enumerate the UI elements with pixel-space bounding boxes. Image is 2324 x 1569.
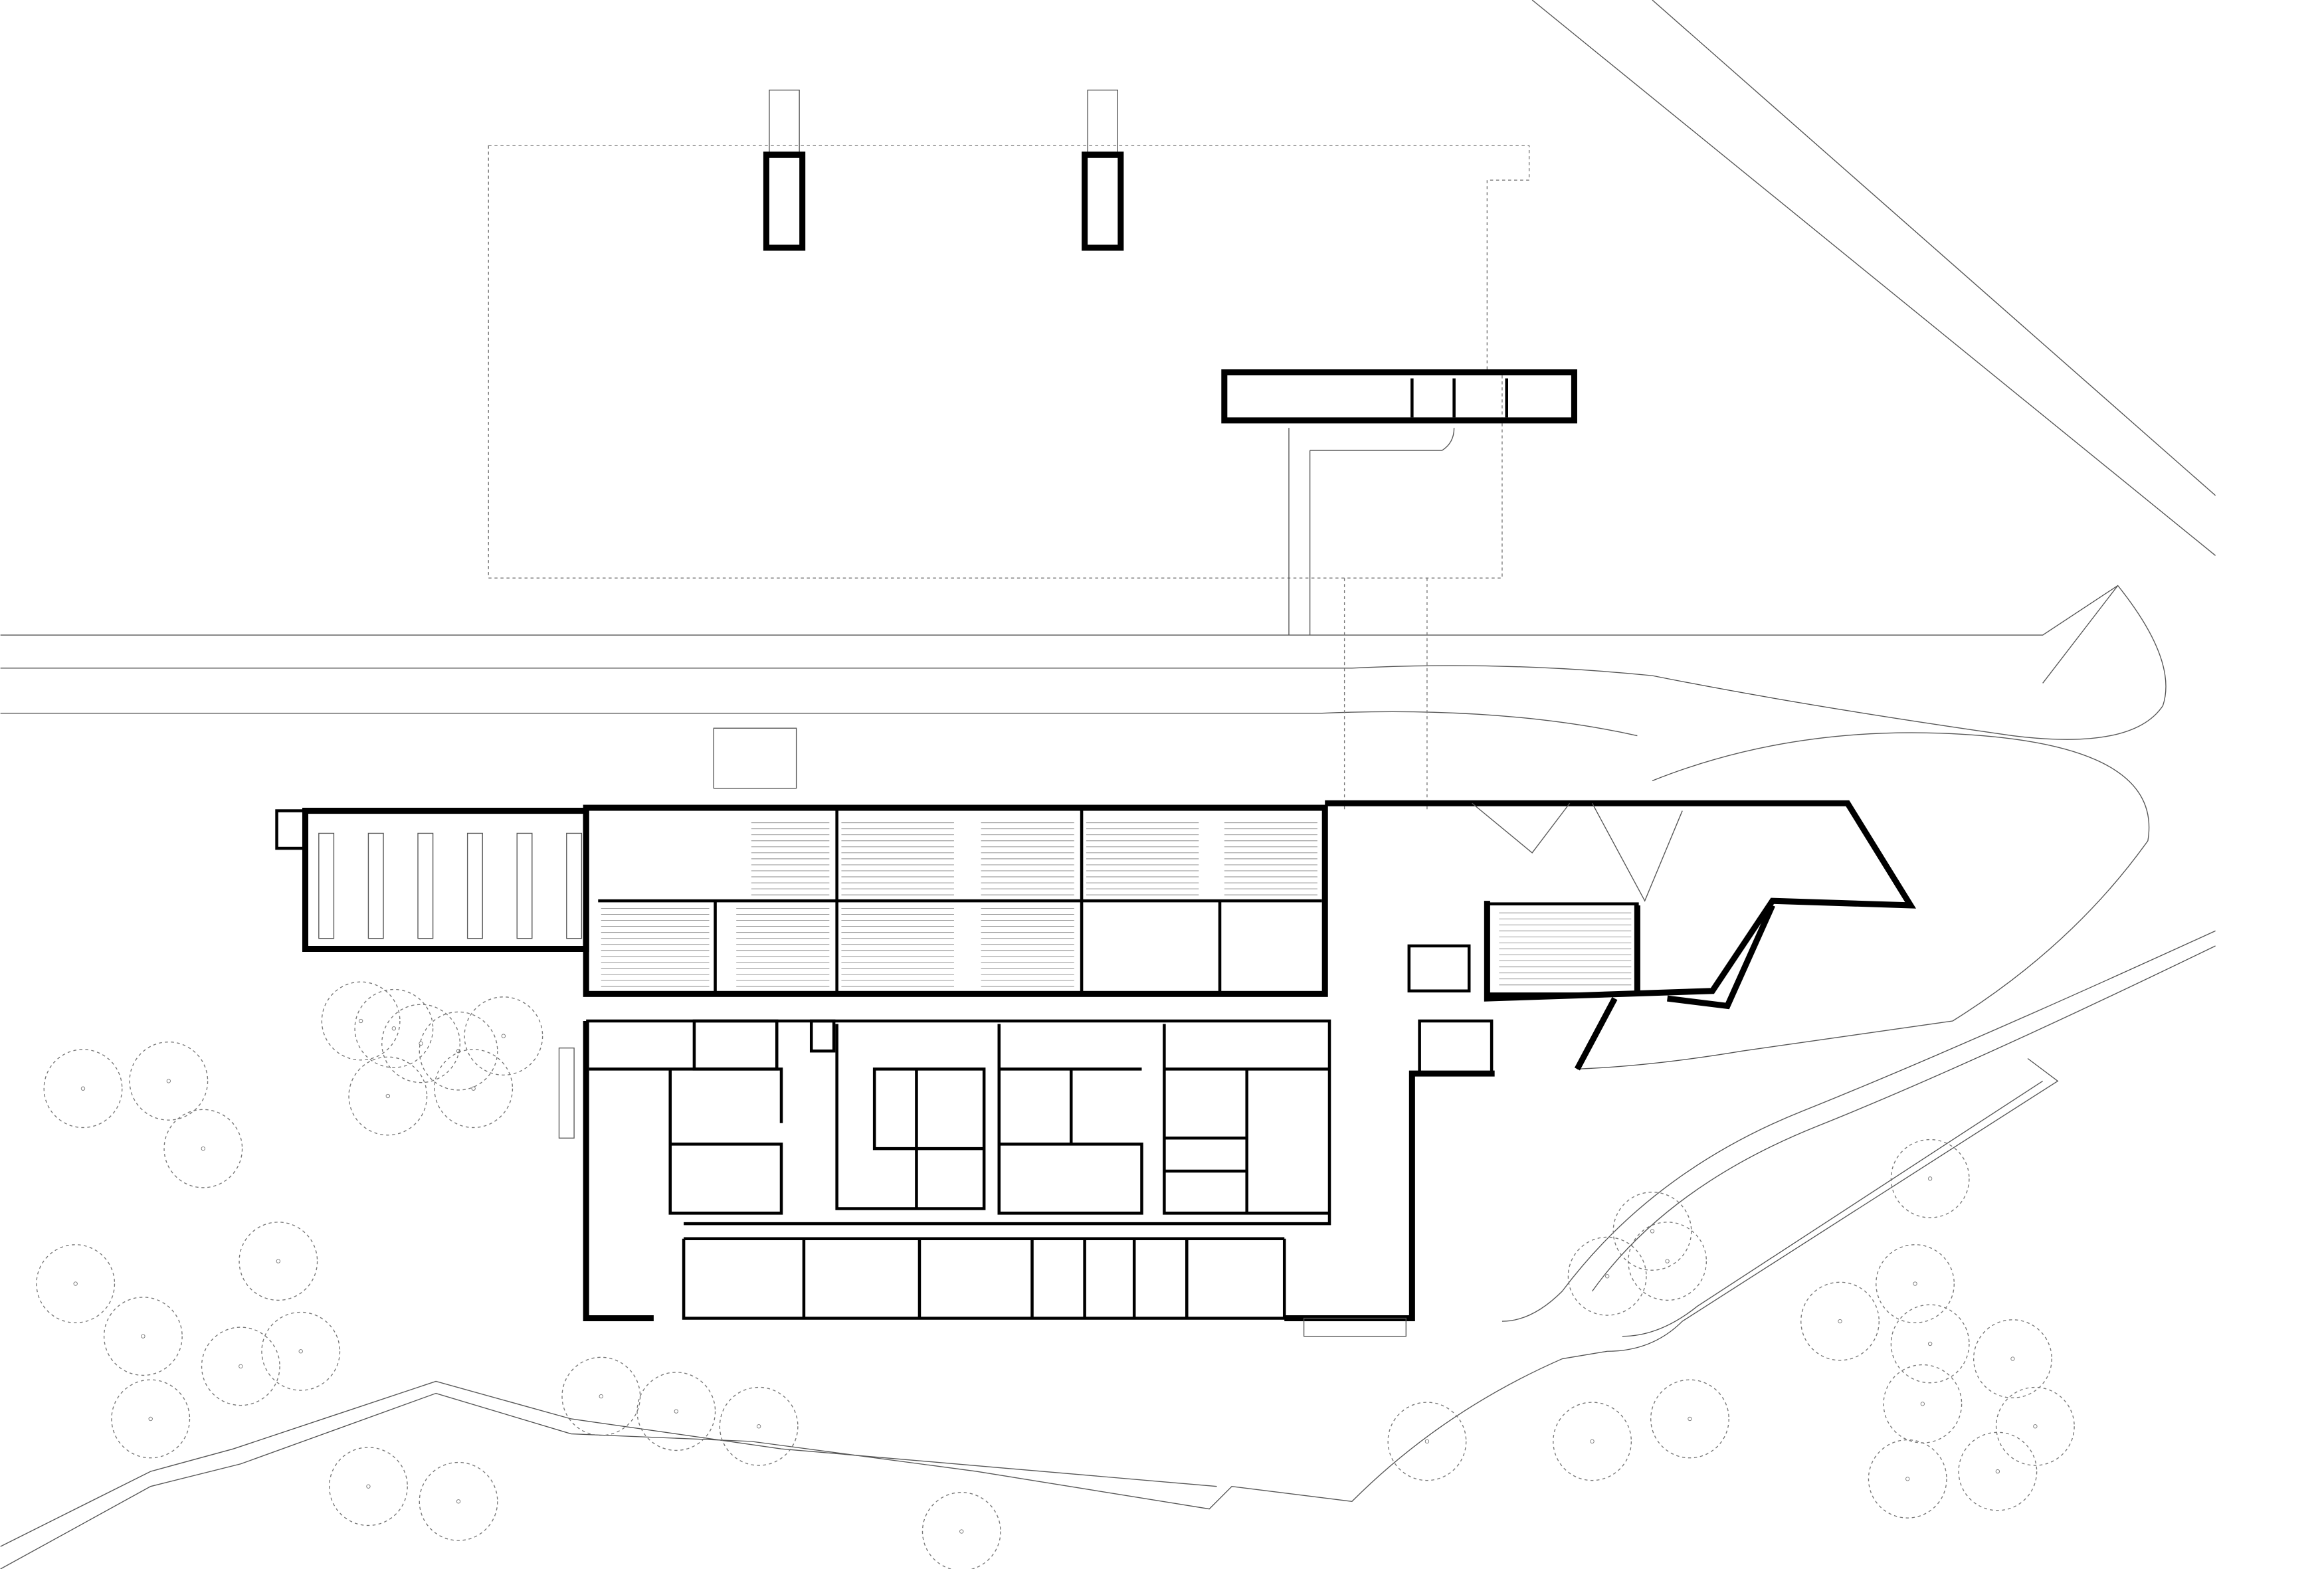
tree-canopy: [1800, 1281, 1880, 1361]
tree-canopy: [328, 1447, 408, 1526]
tree-canopy: [419, 1461, 498, 1541]
tree-trunk: [239, 1364, 243, 1369]
main-building: [275, 800, 1917, 1337]
tree-canopy: [43, 1049, 123, 1129]
tree-trunk: [73, 1281, 78, 1286]
tree-trunk: [1927, 1341, 1933, 1346]
site-lines: [0, 0, 2216, 1569]
tree-trunk: [674, 1409, 678, 1414]
tree-trunk: [358, 1018, 363, 1024]
tree-trunk: [1920, 1402, 1925, 1406]
tree-canopy: [1567, 1236, 1647, 1316]
tree-canopy: [201, 1327, 280, 1406]
tree-canopy: [1973, 1319, 2052, 1399]
tree-canopy: [1612, 1191, 1692, 1271]
tree-trunk: [1995, 1469, 2000, 1474]
tree-trunk: [599, 1394, 603, 1399]
tree-canopy: [636, 1372, 716, 1451]
tree-trunk: [456, 1049, 461, 1054]
tree-trunk: [756, 1424, 761, 1429]
tree-trunk: [1605, 1274, 1610, 1279]
tree-trunk: [80, 1086, 86, 1091]
tree-trunk: [1838, 1319, 1842, 1324]
trees: [36, 981, 2075, 1569]
tree-canopy: [1628, 1222, 1707, 1301]
tree-canopy: [1868, 1439, 1947, 1519]
shelf-row: [417, 832, 434, 939]
tree-canopy: [354, 988, 434, 1068]
tree-canopy: [36, 1244, 116, 1323]
tree-canopy: [1876, 1244, 1955, 1323]
shelf-row: [516, 832, 533, 939]
tree-canopy: [921, 1492, 1001, 1569]
tree-trunk: [501, 1034, 506, 1038]
tree-canopy: [464, 996, 543, 1076]
tree-canopy: [419, 1011, 498, 1091]
tree-trunk: [1913, 1281, 1917, 1286]
tree-canopy: [129, 1041, 209, 1121]
tree-trunk: [1650, 1229, 1655, 1234]
tree-canopy: [111, 1379, 191, 1459]
tree-trunk: [1590, 1439, 1595, 1444]
tree-trunk: [1424, 1439, 1430, 1444]
stair-shafts: [763, 89, 1577, 424]
tree-canopy: [1890, 1139, 1970, 1218]
tree-canopy: [1958, 1431, 2038, 1511]
tree-trunk: [1688, 1416, 1692, 1422]
tree-canopy: [434, 1049, 514, 1129]
tree-trunk: [2010, 1356, 2015, 1361]
tree-trunk: [1665, 1259, 1670, 1263]
tree-canopy: [261, 1311, 341, 1391]
tree-trunk: [2033, 1424, 2038, 1429]
tree-trunk: [298, 1349, 303, 1354]
tree-canopy: [1890, 1304, 1970, 1384]
tree-trunk: [385, 1093, 390, 1099]
shelf-row: [367, 832, 384, 939]
tree-canopy: [1995, 1386, 2075, 1466]
shelf-row: [566, 832, 583, 939]
tree-trunk: [276, 1259, 280, 1263]
tree-canopy: [1650, 1379, 1729, 1459]
tree-canopy: [1553, 1402, 1632, 1481]
tree-trunk: [166, 1079, 171, 1083]
tree-canopy: [381, 1004, 460, 1083]
seating-rows: [318, 822, 1632, 987]
tree-trunk: [366, 1484, 371, 1489]
shelf-row: [318, 832, 335, 939]
tree-trunk: [1905, 1477, 1910, 1481]
tree-trunk: [201, 1146, 205, 1151]
tree-canopy: [103, 1297, 183, 1376]
tree-canopy: [163, 1109, 243, 1188]
tree-trunk: [141, 1334, 145, 1338]
tree-trunk: [471, 1086, 476, 1091]
tree-trunk: [959, 1529, 964, 1534]
tree-canopy: [348, 1056, 428, 1136]
tree-trunk: [456, 1499, 461, 1504]
tree-canopy: [561, 1356, 641, 1436]
tree-canopy: [1883, 1364, 1963, 1443]
tree-trunk: [391, 1026, 397, 1031]
tree-trunk: [1927, 1176, 1933, 1181]
underground-outline: [488, 145, 1530, 811]
tree-canopy: [321, 981, 401, 1061]
tree-canopy: [239, 1222, 318, 1301]
tree-trunk: [419, 1041, 423, 1046]
tree-canopy: [719, 1386, 799, 1466]
tree-canopy: [1387, 1402, 1467, 1481]
tree-trunk: [148, 1416, 153, 1422]
shelf-row: [466, 832, 483, 939]
